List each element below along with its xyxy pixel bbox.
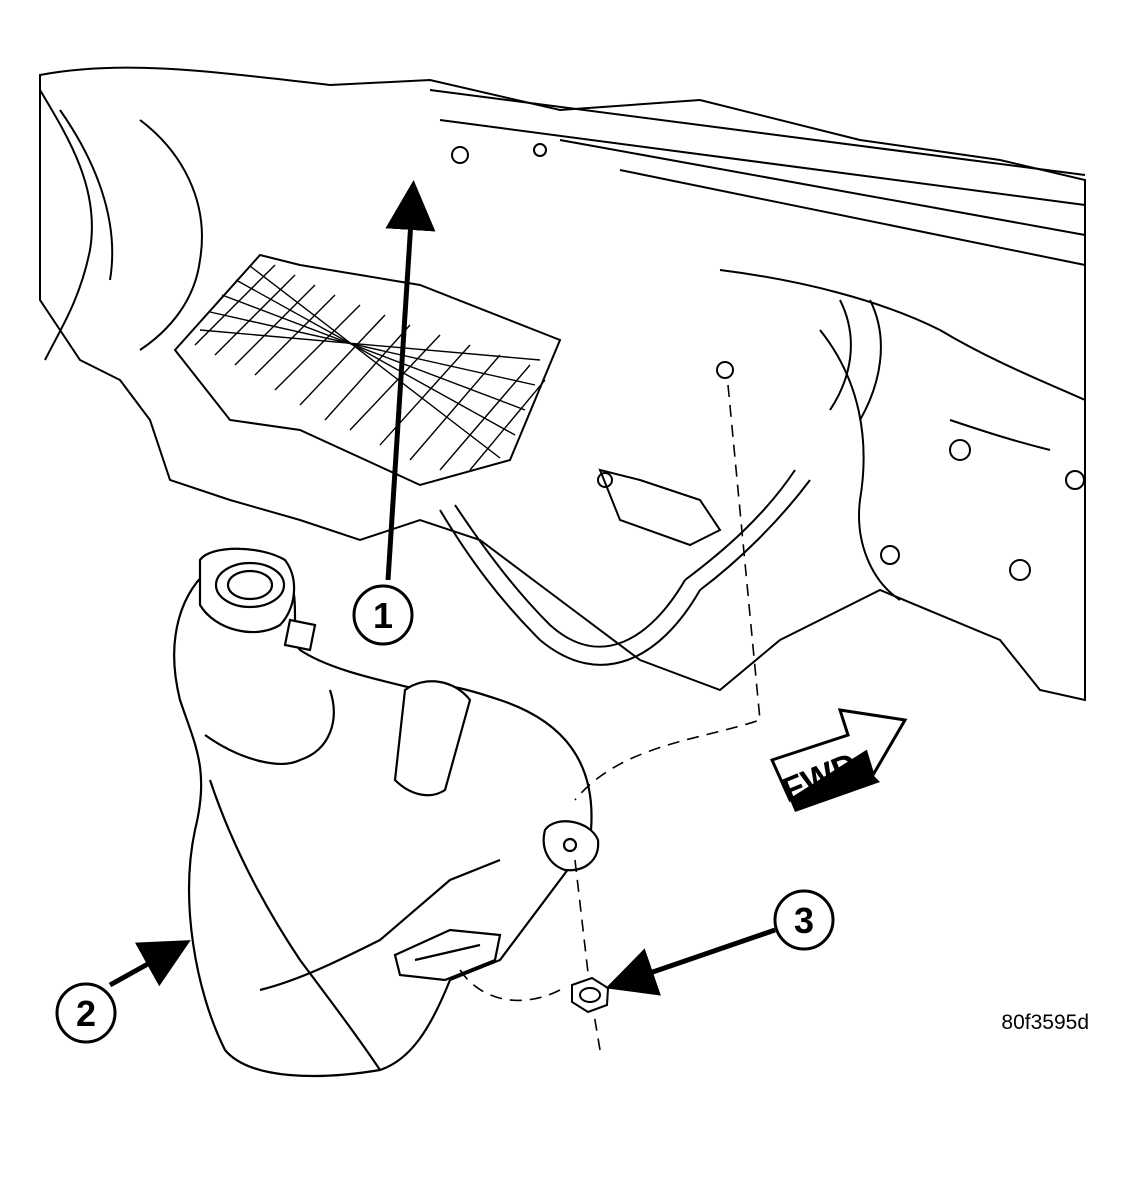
exhaust-nut (571, 976, 610, 1014)
callout-2-number: 2 (76, 993, 96, 1034)
exhaust-pipe (173, 547, 600, 1078)
callout-1-leader (385, 180, 436, 581)
engine-transmission-assembly (39, 66, 1086, 702)
forward-direction-arrow: FWD (769, 708, 908, 812)
callout-1-number: 1 (373, 595, 393, 636)
callout-leaders (108, 180, 776, 996)
callout-3-leader (605, 927, 776, 996)
callout-3: 3 (773, 889, 835, 951)
callout-2: 2 (55, 982, 117, 1044)
callout-3-number: 3 (794, 900, 814, 941)
callout-2-leader (108, 940, 191, 988)
callout-1: 1 (352, 584, 414, 646)
figure-id: 80f3595d (1001, 1011, 1089, 1034)
